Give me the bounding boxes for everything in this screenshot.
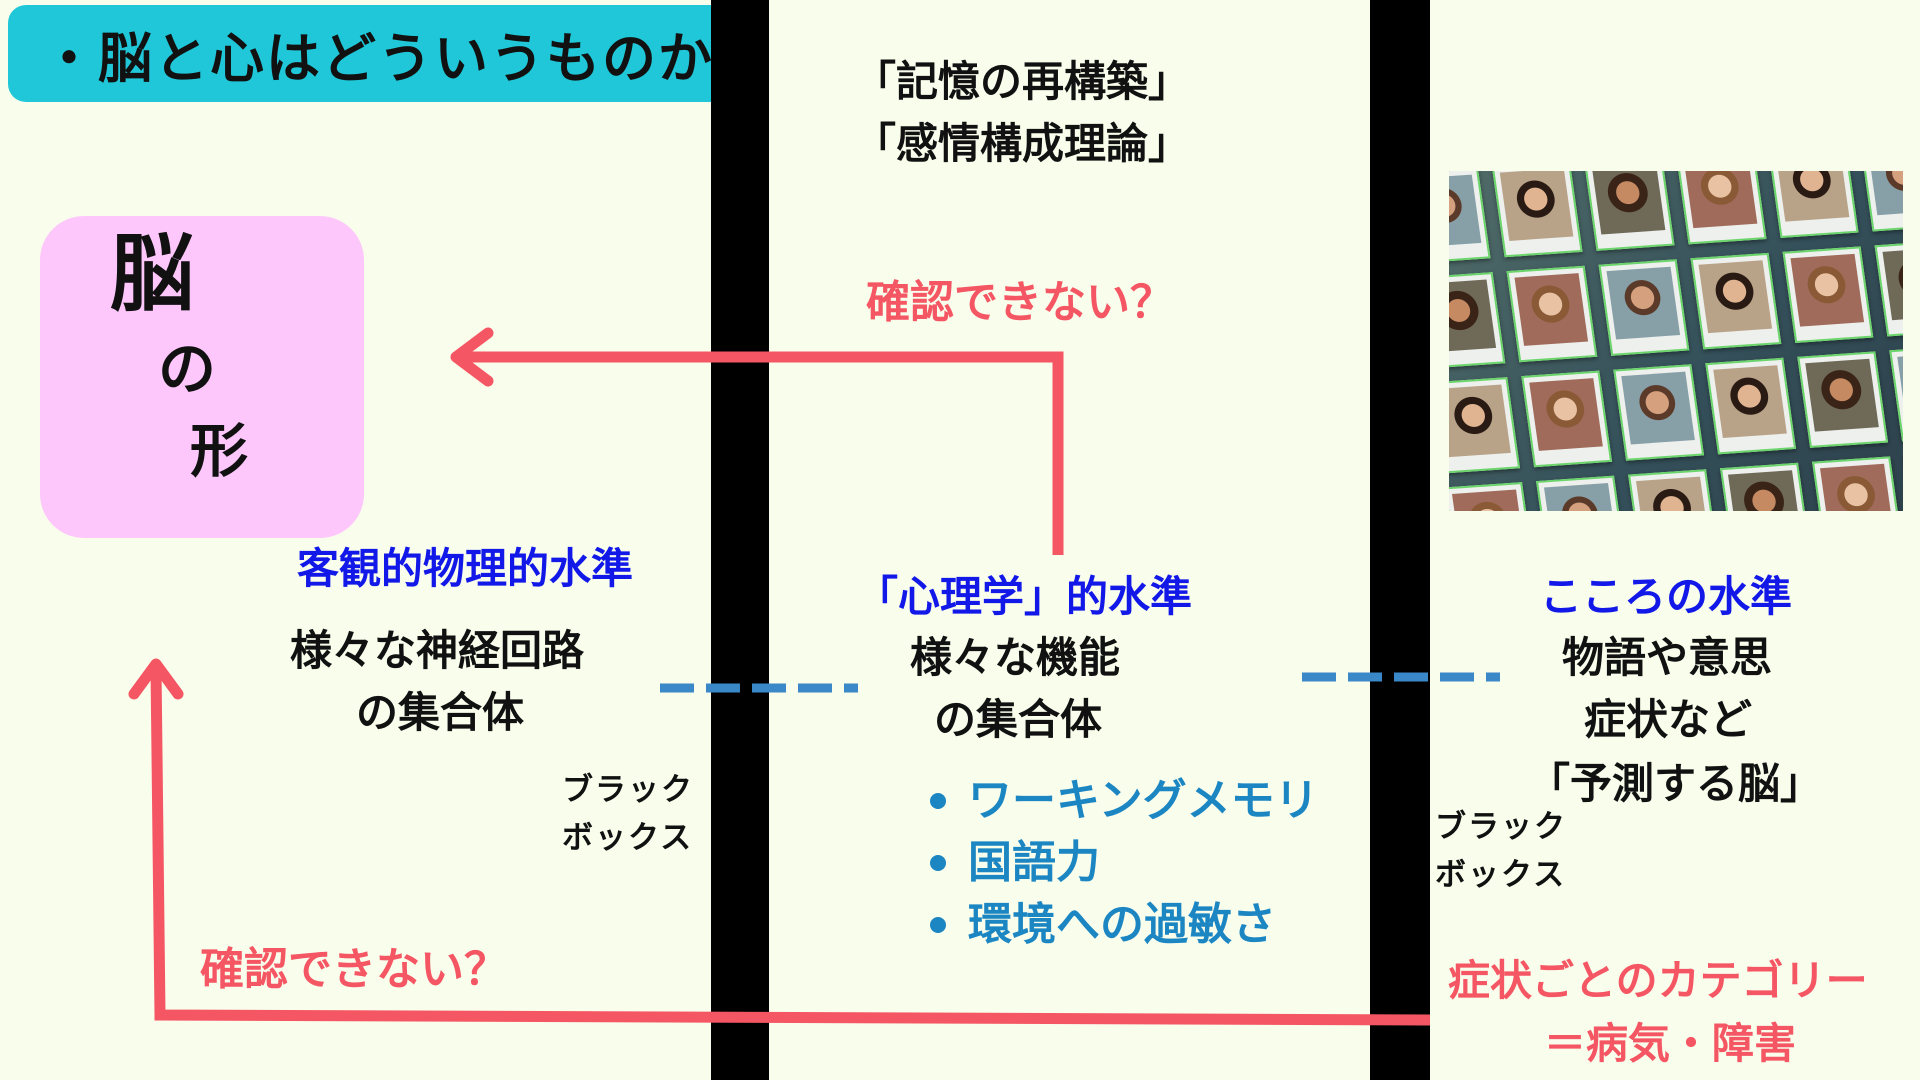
list-item: 環境への過敏さ — [930, 894, 1319, 956]
brain-char-1: 脳 — [110, 225, 195, 323]
left-heading: 客観的物理的水準 — [297, 544, 634, 593]
bullet-dot — [930, 793, 946, 809]
top-center-line2: 「感情構成理論」 — [854, 119, 1191, 168]
category-line2: ＝病気・障害 — [1544, 1019, 1797, 1068]
bullet-dot — [930, 855, 946, 871]
brain-char-3: 形 — [190, 417, 249, 485]
left-line2: の集合体 — [356, 688, 525, 737]
brain-shape-box: 脳 の 形 — [40, 216, 364, 538]
arrow-top — [460, 351, 1064, 555]
arrow-top-head — [450, 327, 494, 387]
portrait-wall-photo — [1449, 171, 1903, 511]
right-line3: 「予測する脳」 — [1528, 759, 1823, 808]
left-blackbox-line2: ボックス — [562, 820, 694, 857]
right-heading: こころの水準 — [1540, 572, 1793, 621]
list-item: ワーキングメモリ — [930, 770, 1319, 832]
arrow-bottom — [150, 667, 1431, 1026]
right-blackbox-line2: ボックス — [1435, 857, 1567, 894]
center-line1: 様々な機能 — [910, 633, 1121, 682]
right-line1: 物語や意思 — [1562, 633, 1773, 682]
left-line1: 様々な神経回路 — [290, 626, 585, 675]
arrow-bottom-head — [128, 658, 184, 700]
left-blackbox-label: ブラック ボックス — [562, 766, 694, 862]
page-title: ・脳と心はどういうものか？ — [42, 27, 770, 90]
right-blackbox-line1: ブラック — [1435, 809, 1567, 845]
title-banner: ・脳と心はどういうものか？ — [8, 5, 768, 102]
center-bullet-list: ワーキングメモリ 国語力 環境への過敏さ — [930, 770, 1319, 956]
top-center-line1: 「記憶の再構築」 — [854, 57, 1191, 106]
divider-bar-left — [711, 0, 769, 1080]
brain-char-2: の — [158, 335, 217, 403]
category-line1: 症状ごとのカテゴリー — [1448, 956, 1868, 1005]
list-item: 国語力 — [930, 832, 1319, 894]
left-blackbox-line1: ブラック — [562, 772, 694, 808]
arrow-bottom-label: 確認できない？ — [200, 944, 508, 995]
arrow-top-label: 確認できない？ — [866, 277, 1174, 328]
right-line2: 症状など — [1584, 695, 1753, 744]
center-heading: 「心理学」的水準 — [856, 572, 1193, 621]
bullet-dot — [930, 917, 946, 933]
right-blackbox-label: ブラック ボックス — [1435, 803, 1567, 899]
photo-grid — [1449, 171, 1903, 511]
center-line2: の集合体 — [934, 695, 1103, 744]
divider-bar-right — [1370, 0, 1430, 1080]
